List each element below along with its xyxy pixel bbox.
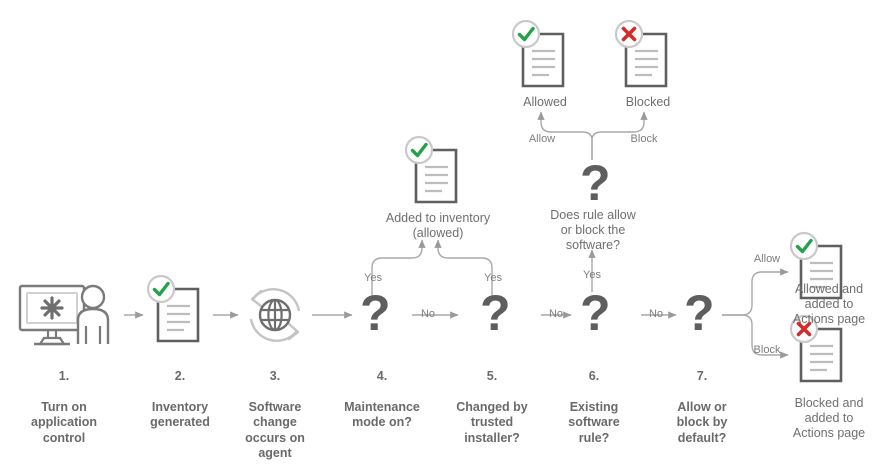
step5-label: Changed by trusted installer?: [456, 399, 528, 445]
step4-caption: 4. Maintenance mode on?: [326, 353, 438, 431]
step1-icon: [18, 282, 122, 353]
edge-label-yes-step5: Yes: [484, 272, 502, 284]
blocked-doc-icon: [614, 19, 682, 99]
edge-label-no-4-5: No: [420, 308, 436, 320]
edge-label-block-rule: Block: [630, 133, 658, 145]
edge-label-block-default: Block: [753, 344, 781, 356]
edge-label-no-6-7: No: [648, 308, 664, 320]
monitor-user-icon: [18, 284, 110, 346]
step2-caption: 2. Inventory generated: [124, 353, 236, 431]
step1-caption: 1. Turn on application control: [8, 353, 120, 446]
step4-icon: ?: [360, 285, 391, 341]
document-blocked-icon: [614, 19, 668, 88]
blocked-actions-icon: [789, 314, 857, 394]
document-approved-icon: [404, 135, 458, 204]
step5-icon: ?: [480, 285, 511, 341]
step4-label: Maintenance mode on?: [344, 399, 420, 430]
step2-label: Inventory generated: [150, 399, 210, 430]
step5-number: 5.: [486, 368, 498, 383]
step4-number: 4.: [376, 368, 388, 383]
step3-label: Software change occurs on agent: [245, 399, 305, 461]
step7-number: 7.: [696, 368, 708, 383]
step1-number: 1.: [58, 368, 70, 383]
step2-icon: [146, 274, 214, 354]
edge-step7-block: [722, 314, 789, 359]
step6-label: Existing software rule?: [568, 399, 620, 445]
inventory-allowed-icon: [404, 135, 472, 215]
edge-rule-allow: [537, 111, 593, 160]
edge-step4-yes-inventory: [371, 239, 426, 295]
step2-number: 2.: [174, 368, 186, 383]
cross-icon: [796, 321, 812, 337]
allowed-doc-icon: [511, 19, 579, 99]
step3-caption: 3. Software change occurs on agent: [222, 353, 328, 462]
document-approved-icon: [789, 231, 843, 300]
check-icon: [152, 281, 170, 297]
document-blocked-icon: [789, 314, 843, 383]
inventory-allowed-caption: Added to inventory (allowed): [385, 211, 491, 240]
edge-label-no-5-6: No: [548, 308, 564, 320]
edge-step7-allow: [722, 268, 789, 316]
allowed-actions-caption: Allowed and added to Actions page: [792, 282, 866, 326]
step1-label: Turn on application control: [31, 399, 97, 445]
rule-question-icon: ?: [580, 155, 611, 211]
step7-icon: ?: [684, 285, 715, 341]
edge-step5-yes-inventory: [434, 239, 493, 295]
document-approved-icon: [511, 19, 565, 88]
edge-label-yes-step6: Yes: [583, 269, 601, 281]
document-approved-icon: [146, 274, 200, 343]
check-icon: [795, 238, 813, 254]
edge-rule-block: [591, 111, 648, 160]
step6-icon: ?: [580, 285, 611, 341]
edge-label-yes-step4: Yes: [364, 272, 382, 284]
step5-caption: 5. Changed by trusted installer?: [440, 353, 544, 446]
allowed-actions-icon: [789, 231, 857, 311]
rule-question-caption: Does rule allow or block the software?: [550, 208, 636, 252]
check-icon: [410, 142, 428, 158]
step7-label: Allow or block by default?: [676, 399, 728, 445]
allowed-doc-caption: Allowed: [523, 95, 567, 109]
step3-number: 3.: [269, 368, 281, 383]
globe-refresh-icon: [249, 288, 301, 342]
step6-caption: 6. Existing software rule?: [546, 353, 642, 446]
step3-icon: [241, 281, 309, 354]
step6-number: 6.: [588, 368, 600, 383]
edge-label-allow-default: Allow: [753, 253, 781, 265]
check-icon: [517, 26, 535, 42]
blocked-doc-caption: Blocked: [625, 95, 671, 109]
step7-caption: 7. Allow or block by default?: [650, 353, 754, 446]
edge-label-allow-rule: Allow: [528, 133, 556, 145]
cross-icon: [621, 26, 637, 42]
blocked-actions-caption: Blocked and added to Actions page: [792, 396, 866, 440]
